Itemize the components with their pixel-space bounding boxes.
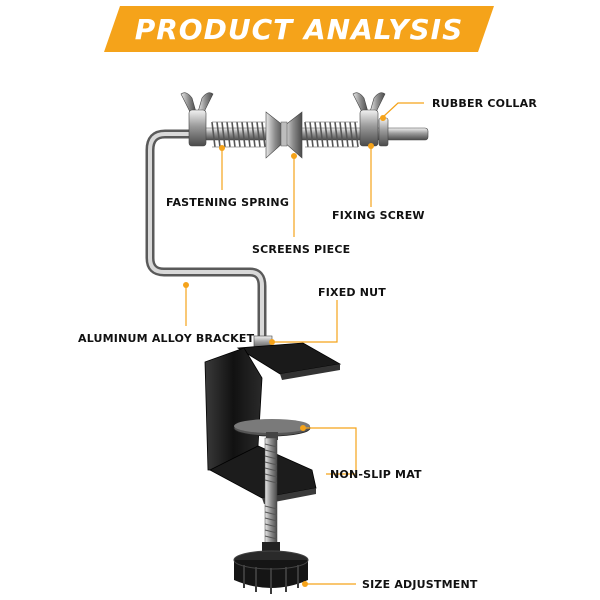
callout-dot (302, 581, 308, 587)
callout-fixed-nut (274, 300, 338, 343)
label-fixing-screw: FIXING SCREW (332, 209, 425, 222)
callout-dot (291, 153, 297, 159)
label-non-slip-mat: NON-SLIP MAT (330, 468, 422, 481)
screens-piece (265, 111, 303, 159)
label-fastening-spring: FASTENING SPRING (166, 196, 290, 209)
size-adjustment-knob (233, 542, 309, 594)
rubber-collar (378, 117, 389, 147)
non-slip-mat (233, 419, 311, 440)
label-screens-piece: SCREENS PIECE (252, 243, 351, 256)
label-rubber-collar: RUBBER COLLAR (432, 97, 538, 110)
fastening-spring (211, 121, 266, 148)
label-size-adjustment: SIZE ADJUSTMENT (362, 578, 478, 591)
page-title: PRODUCT ANALYSIS (134, 12, 464, 46)
aluminum-alloy-bracket (145, 129, 267, 340)
threaded-screw (264, 437, 278, 547)
right-wing-nut (352, 92, 386, 147)
callout-rubber-collar (382, 102, 424, 118)
callout-dot (380, 115, 386, 121)
banner-shape (104, 6, 494, 52)
title-banner: PRODUCT ANALYSIS (104, 6, 494, 52)
right-spring (304, 121, 359, 148)
label-fixed-nut: FIXED NUT (318, 286, 387, 299)
spindle-shaft (189, 127, 429, 141)
callout-non-slip-mat (304, 427, 357, 475)
left-wing-nut (180, 92, 214, 147)
callout-dot (219, 145, 225, 151)
callout-dot (368, 143, 374, 149)
callout-dot (269, 339, 275, 345)
label-aluminum-alloy-bracket: ALUMINUM ALLOY BRACKET (78, 332, 255, 345)
callout-dot (183, 282, 189, 288)
clamp-body (204, 342, 342, 504)
callout-dot (300, 425, 306, 431)
